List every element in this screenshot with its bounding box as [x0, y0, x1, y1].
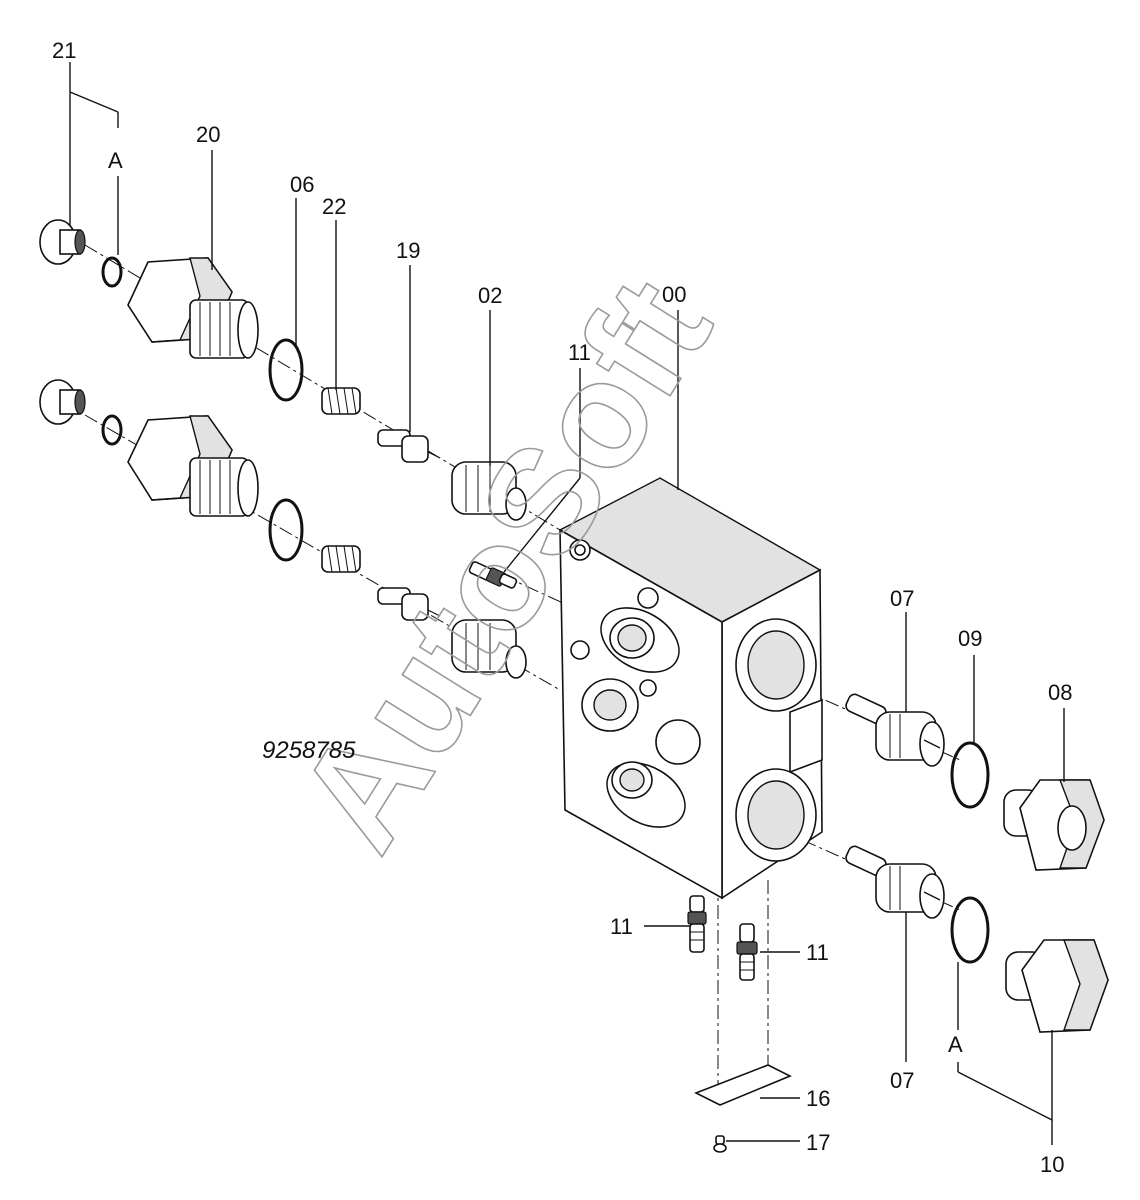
screw-17 — [713, 1135, 727, 1153]
o-ring-06-lower — [268, 498, 304, 562]
spool-02-upper — [451, 461, 527, 521]
callout-02: 02 — [478, 283, 502, 308]
callout-16: 16 — [806, 1086, 830, 1111]
nipple-11-right — [736, 923, 758, 981]
spring-22-upper — [321, 387, 361, 415]
valve-07-upper — [845, 693, 945, 767]
callout-11-left: 11 — [610, 914, 633, 939]
valve-body-00 — [558, 477, 823, 900]
spring-22-lower — [321, 545, 361, 573]
callout-06: 06 — [290, 172, 314, 197]
plug-21-lower — [39, 379, 86, 425]
callout-09: 09 — [958, 626, 982, 651]
callout-group-a-top: A — [108, 148, 123, 173]
nut-20-lower — [127, 415, 259, 517]
o-ring-lower-small — [101, 414, 123, 446]
o-ring-09-lower — [950, 896, 990, 964]
plug-08 — [1003, 779, 1105, 871]
callout-group-a-bottom: A — [948, 1032, 963, 1057]
callout-07-top: 07 — [890, 586, 914, 611]
nipple-11-left — [687, 895, 707, 953]
leader-lines — [69, 62, 1065, 1145]
spool-02-lower — [451, 619, 527, 679]
callout-00: 00 — [662, 282, 686, 307]
callout-08: 08 — [1048, 680, 1072, 705]
nut-20-upper — [127, 257, 259, 359]
callout-11-top: 11 — [568, 340, 591, 365]
valve-07-lower — [845, 845, 945, 919]
callout-20: 20 — [196, 122, 220, 147]
nipple-11-top — [468, 561, 518, 589]
drawing-number: 9258785 — [262, 737, 356, 764]
callout-07-bottom: 07 — [890, 1068, 914, 1093]
o-ring-upper-small — [101, 256, 123, 288]
callout-11-right: 11 — [806, 940, 829, 965]
poppet-19-upper — [377, 429, 441, 463]
o-ring-06-upper — [268, 338, 304, 402]
callout-10: 10 — [1040, 1152, 1064, 1177]
callout-19: 19 — [396, 238, 420, 263]
plate-16 — [694, 1064, 792, 1106]
plug-10 — [1005, 939, 1109, 1033]
callout-21: 21 — [52, 38, 76, 63]
o-ring-09-upper — [950, 741, 990, 809]
poppet-19-lower — [377, 587, 441, 621]
plug-21-upper — [39, 219, 86, 265]
callout-22: 22 — [322, 194, 346, 219]
callout-17: 17 — [806, 1130, 830, 1155]
